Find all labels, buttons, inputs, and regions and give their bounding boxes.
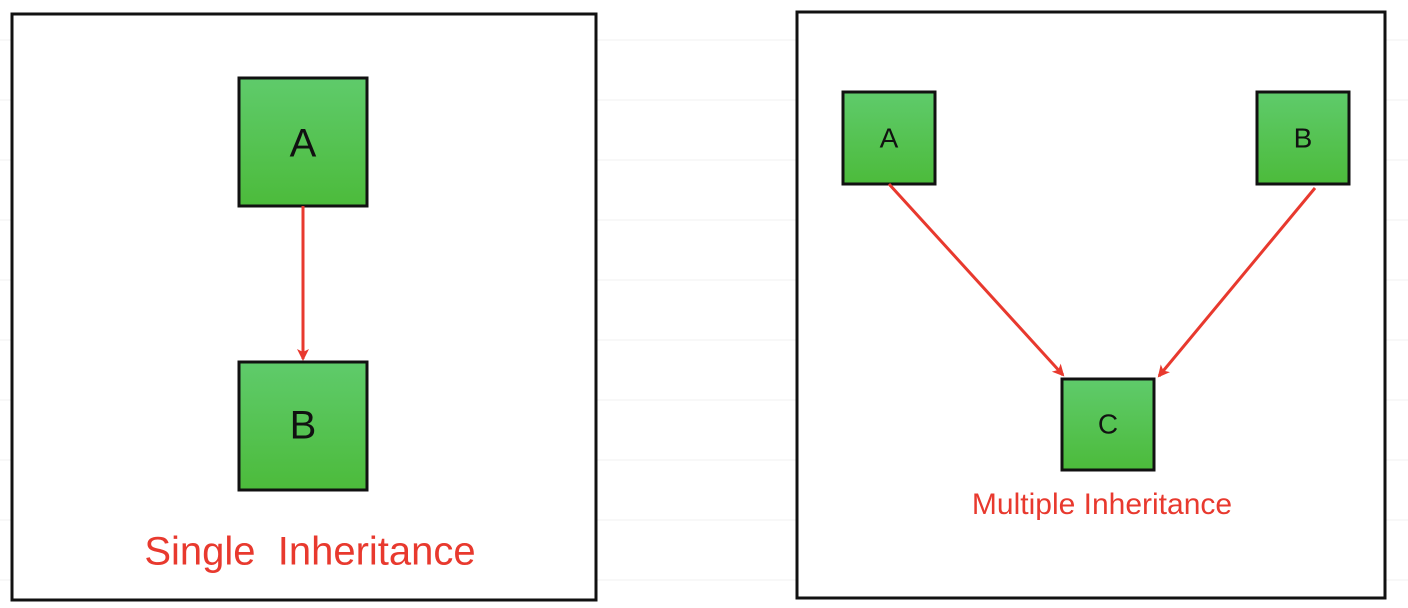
single-inheritance-caption: Single Inheritance bbox=[144, 530, 475, 574]
multiple-node-b: B bbox=[1255, 90, 1351, 186]
multiple-arrow-a-to-c bbox=[887, 182, 1065, 377]
single-inheritance-panel: A B Single Inheritance bbox=[10, 12, 598, 602]
multiple-node-b-label: B bbox=[1294, 122, 1313, 153]
single-node-b-label: B bbox=[290, 404, 317, 448]
multiple-node-a-label: A bbox=[880, 122, 899, 153]
multiple-node-c-label: C bbox=[1098, 408, 1118, 439]
multiple-inheritance-panel: A B C Multiple Inheritance bbox=[795, 10, 1387, 600]
multiple-arrow-b-to-c bbox=[1157, 187, 1317, 378]
multiple-node-c: C bbox=[1060, 377, 1156, 472]
single-node-a-label: A bbox=[290, 122, 317, 166]
multiple-inheritance-caption: Multiple Inheritance bbox=[972, 488, 1232, 521]
single-node-a: A bbox=[237, 76, 369, 208]
single-node-b: B bbox=[237, 360, 369, 492]
multiple-node-a: A bbox=[841, 90, 937, 186]
